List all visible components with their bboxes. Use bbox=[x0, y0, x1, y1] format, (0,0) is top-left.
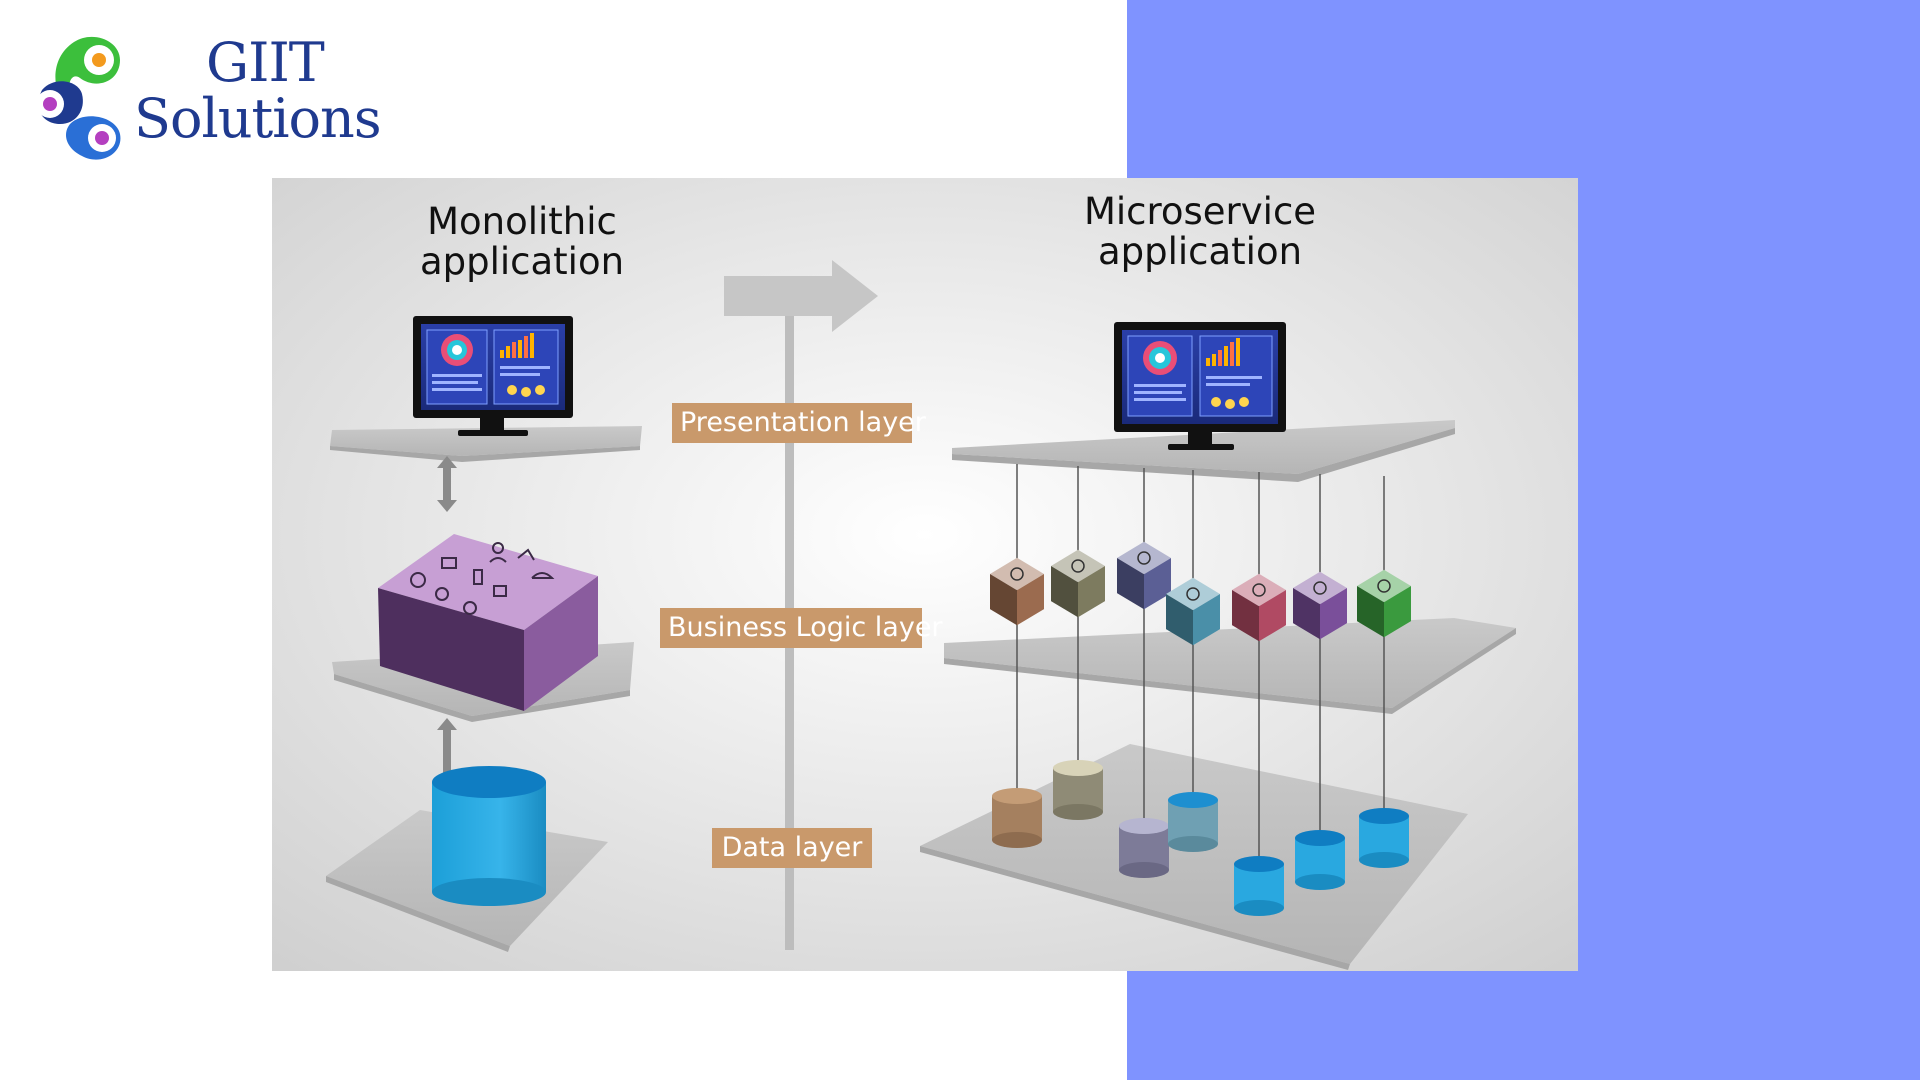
document-icon bbox=[1071, 559, 1085, 573]
micro-db-3 bbox=[1119, 818, 1169, 878]
monolith-business-block bbox=[378, 534, 598, 711]
globe-icon bbox=[1252, 583, 1266, 597]
micro-db-7 bbox=[1359, 808, 1409, 868]
monolithic-title: Monolithic application bbox=[419, 200, 625, 283]
monolith-monitor-icon bbox=[413, 316, 573, 436]
micro-databases bbox=[992, 760, 1409, 916]
service-cube-1 bbox=[990, 557, 1044, 626]
presentation-layer-label: Presentation layer bbox=[672, 403, 926, 443]
micro-monitor-icon bbox=[1114, 322, 1286, 450]
micro-db-2 bbox=[1053, 760, 1103, 820]
architecture-diagram: Monolithic application Microservice appl… bbox=[272, 178, 1578, 971]
micro-db-5 bbox=[1234, 856, 1284, 916]
monolith-link-arrow-top bbox=[437, 456, 457, 512]
micro-db-6 bbox=[1295, 830, 1345, 890]
transition-arrow bbox=[724, 260, 878, 332]
monolith-database bbox=[432, 766, 546, 906]
monolith-presentation-platform bbox=[330, 426, 642, 462]
service-cube-3 bbox=[1117, 541, 1171, 610]
data-layer-label: Data layer bbox=[712, 828, 872, 868]
service-cube-2 bbox=[1051, 549, 1105, 618]
brand-logo: GIIT Solutions bbox=[22, 32, 382, 162]
service-cube-7 bbox=[1357, 569, 1411, 638]
micro-service-cubes bbox=[990, 541, 1411, 646]
micro-db-1 bbox=[992, 788, 1042, 848]
brand-name-line1: GIIT bbox=[206, 31, 325, 94]
microservice-title: Microservice application bbox=[1083, 190, 1317, 273]
brand-name: GIIT Solutions bbox=[134, 31, 382, 150]
phone-icon bbox=[1137, 551, 1151, 565]
micro-db-4 bbox=[1168, 792, 1218, 852]
microscope-icon bbox=[1377, 579, 1391, 593]
service-cube-5 bbox=[1232, 573, 1286, 642]
lock-icon bbox=[1186, 587, 1200, 601]
logo-chain-icon bbox=[36, 36, 121, 160]
service-cube-4 bbox=[1166, 577, 1220, 646]
micro-business-platform bbox=[944, 618, 1516, 714]
business-logic-layer-label: Business Logic layer bbox=[660, 608, 943, 648]
service-cube-6 bbox=[1293, 571, 1347, 640]
brand-name-line2: Solutions bbox=[134, 87, 382, 150]
diagram-graphics bbox=[272, 178, 1578, 971]
user-icon bbox=[1313, 581, 1327, 595]
lightbulb-icon bbox=[1010, 567, 1024, 581]
